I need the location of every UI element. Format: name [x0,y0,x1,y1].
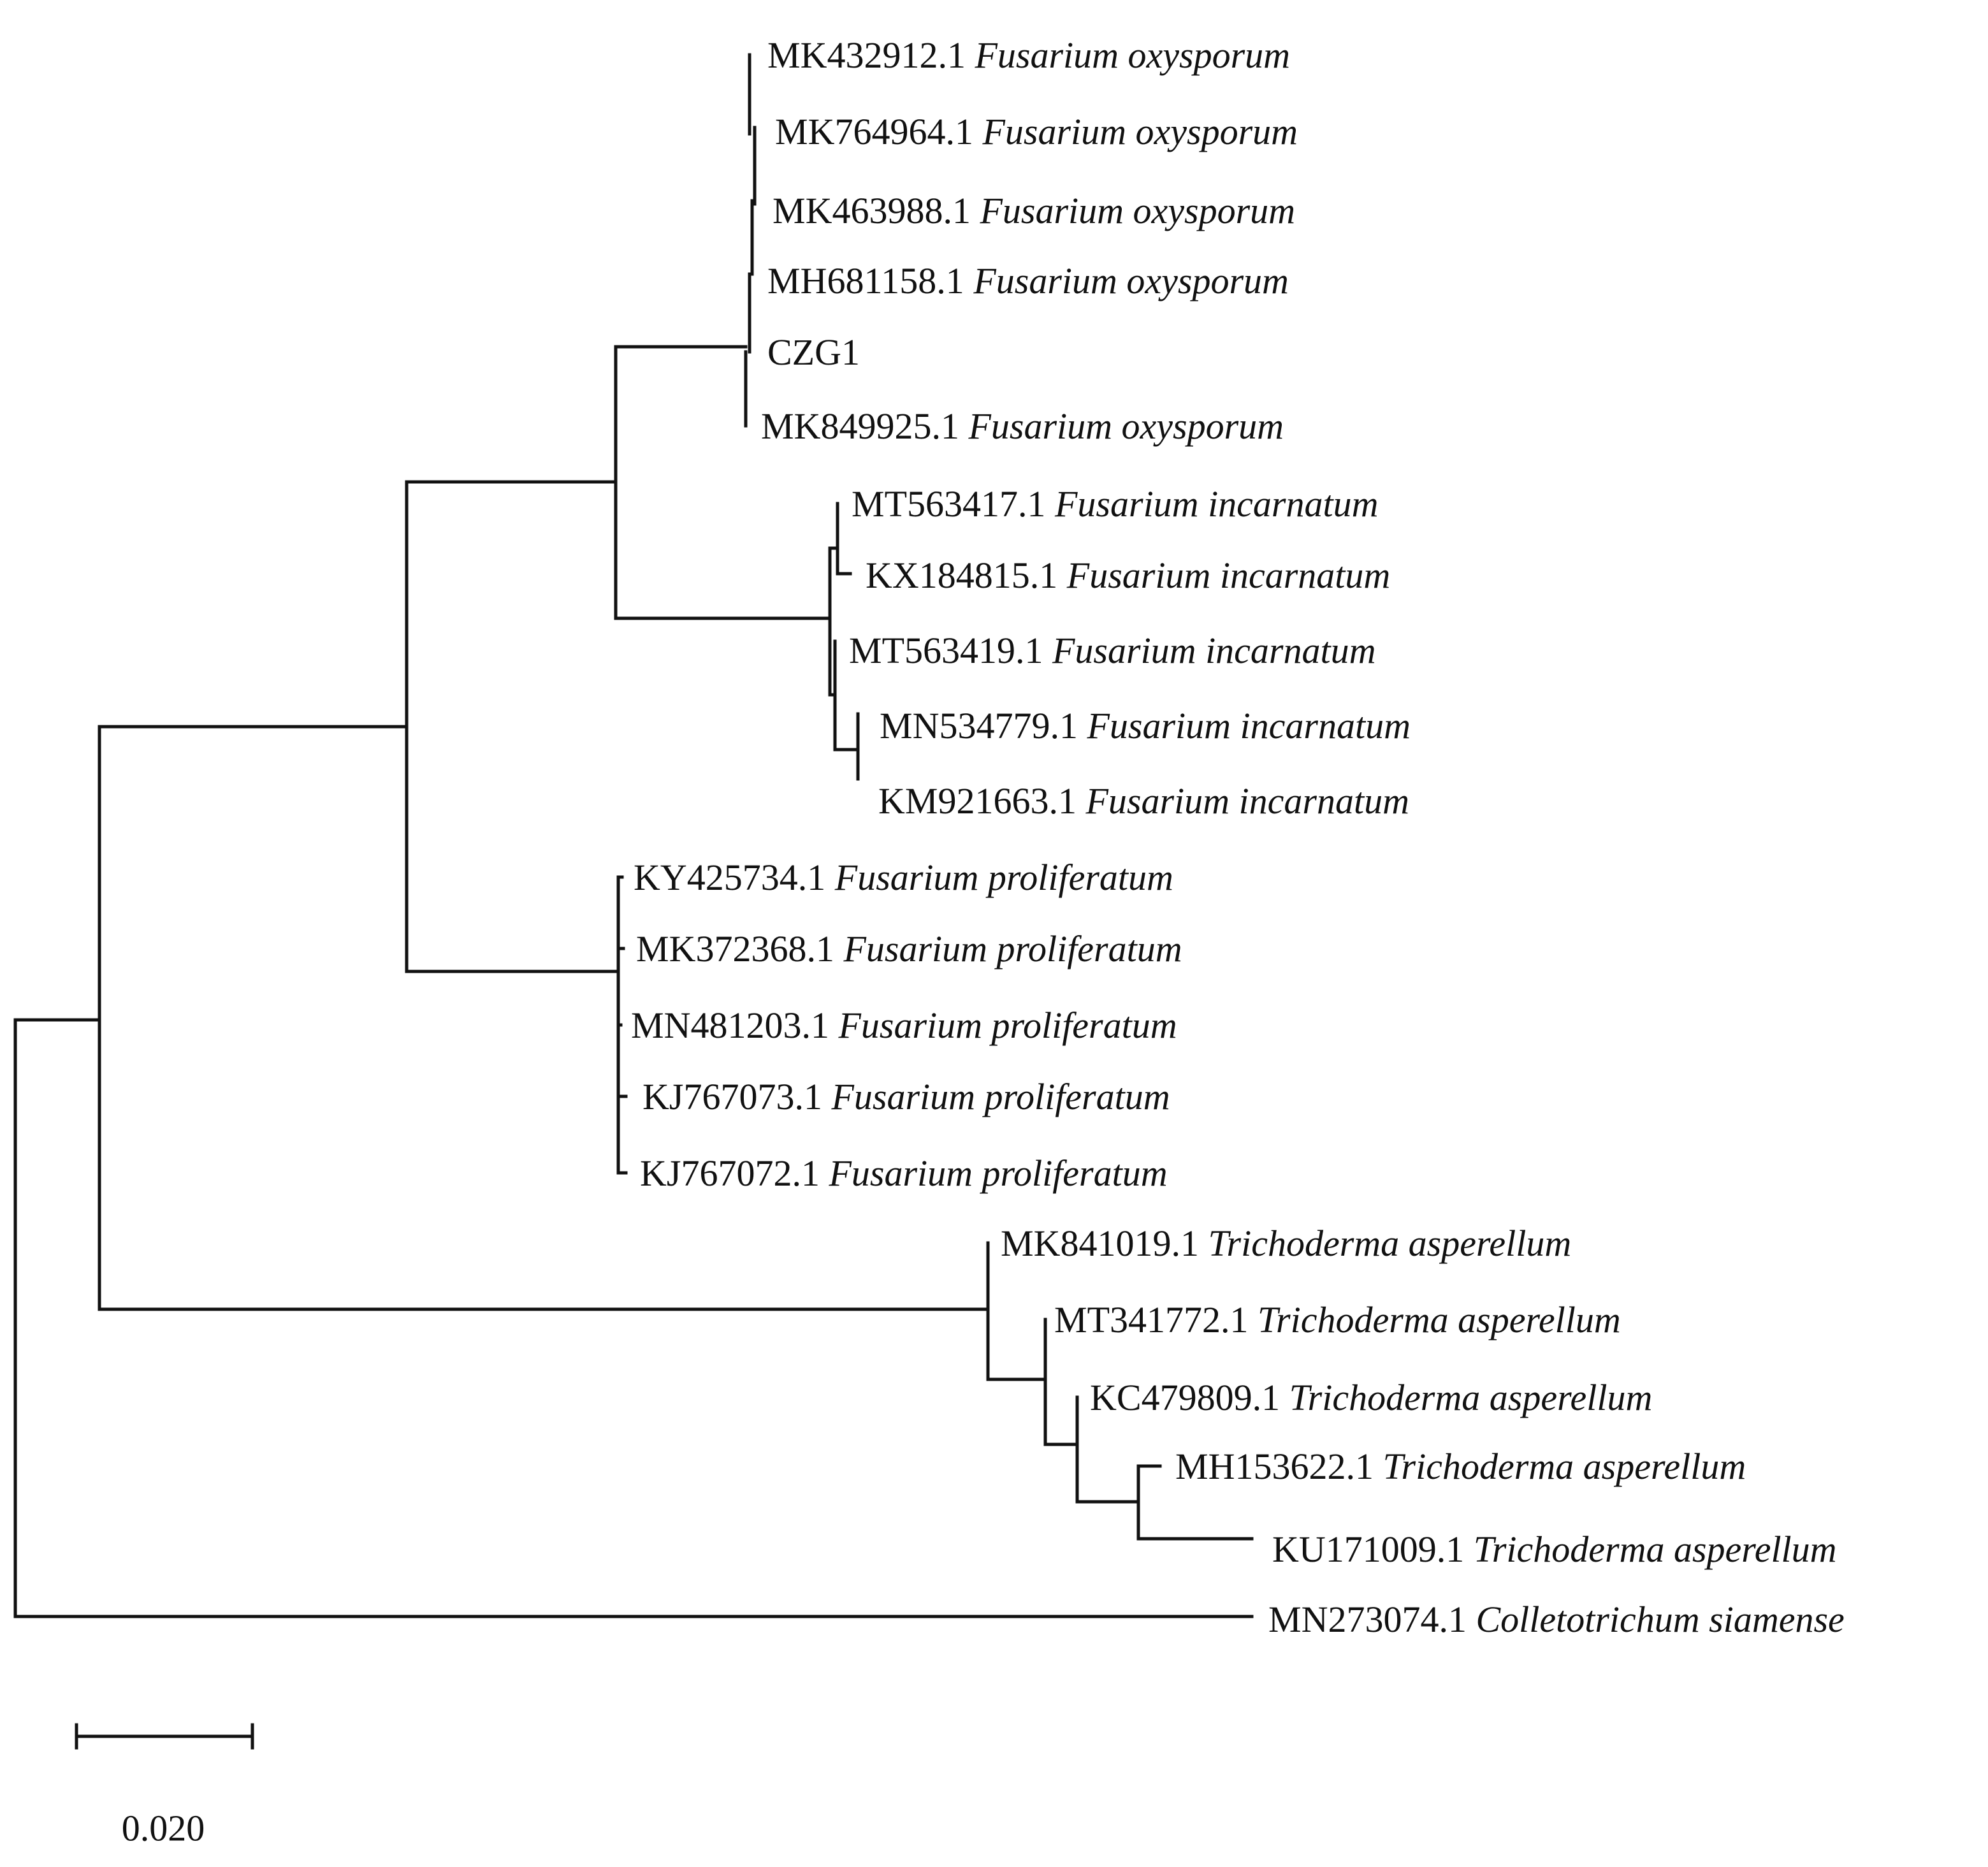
accession: MH681158.1 [767,260,964,301]
accession: MH153622.1 [1175,1446,1374,1487]
species-name: Fusarium incarnatum [1052,630,1376,671]
accession: MT563419.1 [849,630,1043,671]
accession: MN273074.1 [1268,1599,1467,1640]
species-name: Fusarium oxysporum [973,260,1289,301]
accession: MK841019.1 [1001,1223,1199,1264]
leaf-label: MT341772.1 Trichoderma asperellum [1054,1299,1621,1340]
leaf-label: KM921663.1 Fusarium incarnatum [878,780,1409,822]
accession: KX184815.1 [866,555,1057,596]
accession: KM921663.1 [878,780,1077,822]
leaf-label: MK841019.1 Trichoderma asperellum [1001,1223,1571,1264]
accession: MT563417.1 [852,483,1046,525]
leaf-label: MN481203.1 Fusarium proliferatum [631,1005,1177,1046]
species-name: Trichoderma asperellum [1208,1223,1571,1264]
scale-bar: 0.020 [75,1723,254,1849]
leaf-label: MK849925.1 Fusarium oxysporum [761,405,1284,447]
species-name: Fusarium incarnatum [1066,555,1391,596]
species-name: Fusarium oxysporum [982,111,1298,152]
leaf-label: MT563419.1 Fusarium incarnatum [849,630,1376,671]
leaf-label: KX184815.1 Fusarium incarnatum [866,555,1390,596]
species-name: Trichoderma asperellum [1382,1446,1746,1487]
leaf-label: MH153622.1 Trichoderma asperellum [1175,1446,1746,1487]
leaf-label: KJ767073.1 Fusarium proliferatum [642,1076,1170,1117]
species-name: Fusarium oxysporum [979,190,1295,231]
species-name: Fusarium oxysporum [974,34,1290,76]
accession: KU171009.1 [1272,1529,1464,1570]
accession: MT341772.1 [1054,1299,1249,1340]
leaf-label: MT563417.1 Fusarium incarnatum [852,483,1379,525]
leaf-label: CZG1 [767,331,860,373]
species-name: Fusarium proliferatum [831,1076,1170,1117]
scale-bar-label: 0.020 [122,1808,205,1849]
leaf-label: MN534779.1 Fusarium incarnatum [880,705,1411,746]
leaf-label: MK463988.1 Fusarium oxysporum [773,190,1295,231]
accession: MN534779.1 [880,705,1078,746]
accession: MK764964.1 [775,111,973,152]
accession: KJ767073.1 [642,1076,822,1117]
leaf-label: KU171009.1 Trichoderma asperellum [1272,1529,1837,1570]
species-name: Fusarium proliferatum [843,928,1182,970]
species-name: Fusarium incarnatum [1054,483,1379,525]
tree-branches [13,53,1254,1618]
species-name: Colletotrichum siamense [1476,1599,1844,1640]
accession: MK372368.1 [636,928,834,970]
leaf-label: MN273074.1 Colletotrichum siamense [1268,1599,1845,1640]
species-name: Fusarium proliferatum [834,857,1173,898]
species-name: Fusarium incarnatum [1086,705,1411,746]
leaf-labels: MK432912.1 Fusarium oxysporumMK764964.1 … [631,34,1845,1640]
species-name: Fusarium proliferatum [828,1152,1167,1194]
accession: MK432912.1 [767,34,966,76]
accession: KY425734.1 [634,857,825,898]
accession: MK463988.1 [773,190,971,231]
species-name: Trichoderma asperellum [1289,1377,1653,1418]
leaf-label: KJ767072.1 Fusarium proliferatum [640,1152,1168,1194]
species-name: Trichoderma asperellum [1258,1299,1621,1340]
accession: KJ767072.1 [640,1152,820,1194]
species-name: Fusarium proliferatum [838,1005,1177,1046]
leaf-label: MK432912.1 Fusarium oxysporum [767,34,1290,76]
accession: KC479809.1 [1090,1377,1280,1418]
leaf-label: KC479809.1 Trichoderma asperellum [1090,1377,1652,1418]
leaf-label: MK764964.1 Fusarium oxysporum [775,111,1298,152]
leaf-label: KY425734.1 Fusarium proliferatum [634,857,1173,898]
species-name: Trichoderma asperellum [1474,1529,1837,1570]
accession: CZG1 [767,331,860,373]
species-name: Fusarium incarnatum [1085,780,1409,822]
accession: MK849925.1 [761,405,959,447]
leaf-label: MH681158.1 Fusarium oxysporum [767,260,1289,301]
species-name: Fusarium oxysporum [968,405,1284,447]
accession: MN481203.1 [631,1005,829,1046]
leaf-label: MK372368.1 Fusarium proliferatum [636,928,1182,970]
